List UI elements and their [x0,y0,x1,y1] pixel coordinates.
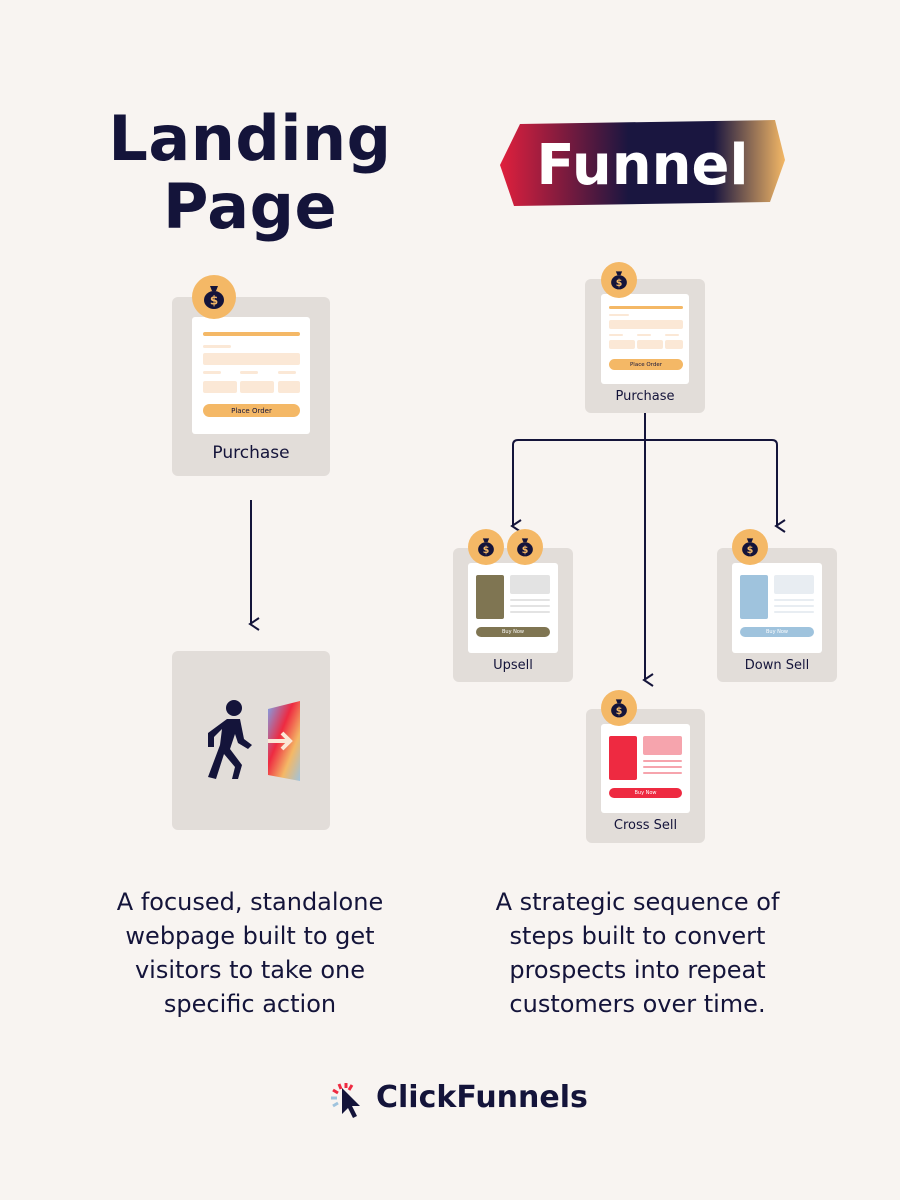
funnel-title-banner [500,120,785,206]
page-text-line [637,334,651,336]
page-text-line [774,599,814,601]
funnel-arrow-downsell [645,439,786,533]
page-text-line [609,314,629,316]
svg-text:$: $ [210,294,218,308]
landing-title-line1: Landing [108,102,392,175]
landing-purchase-card: Place Order Purchase [172,297,330,476]
page-text-line [774,605,814,607]
description-line: webpage built to get [125,922,375,950]
description-line: visitors to take one [134,956,366,984]
page-input-field [609,340,635,349]
funnel-description: A strategic sequence of steps built to c… [455,885,820,1021]
svg-text:$: $ [616,706,623,717]
page-text-block [643,736,682,755]
money-bag-icon: $ [507,529,543,565]
landing-description: A focused, standalone webpage built to g… [70,885,430,1021]
page-text-block [774,575,814,594]
page-text-block [510,575,550,594]
buy-now-button[interactable]: Buy Now [609,788,682,798]
page-text-line [643,760,682,762]
landing-exit-card [172,651,330,830]
product-image [609,736,637,780]
funnel-arrow-upsell [510,439,645,533]
description-line: steps built to convert [509,922,766,950]
page-text-line [203,371,221,374]
buy-now-button[interactable]: Buy Now [476,627,550,637]
page-input-field [609,320,683,329]
page-input-field [203,353,300,365]
page-text-line [643,766,682,768]
brand-name: ClickFunnels [376,1080,588,1115]
page-header-bar [609,306,683,309]
page-input-field [665,340,683,349]
page-text-line [203,345,231,348]
page-text-line [665,334,679,336]
upsell-label: Upsell [493,658,533,673]
svg-text:$: $ [522,545,529,556]
page-input-field [240,381,274,393]
page-text-line [510,599,550,601]
money-bag-icon: $ [601,690,637,726]
landing-purchase-label: Purchase [212,443,290,463]
description-line: A focused, standalone [116,888,384,916]
svg-text:$: $ [616,278,623,289]
page-input-field [637,340,663,349]
money-bag-icon: $ [192,275,236,319]
landing-title-line2: Page [162,170,338,243]
clickfunnels-logo-icon [331,1083,360,1118]
crosssell-page: Buy Now [601,724,690,813]
description-line: customers over time. [509,990,766,1018]
description-line: prospects into repeat [509,956,766,984]
landing-page-title: Landing Page [80,105,420,241]
upsell-page: Buy Now [468,563,558,653]
crosssell-card: Buy Now Cross Sell [586,709,705,843]
place-order-button[interactable]: Place Order [203,404,300,417]
funnel-purchase-card: Place Order Purchase [585,279,705,413]
description-line: A strategic sequence of [495,888,780,916]
funnel-title: Funnel [536,132,749,198]
buy-now-button[interactable]: Buy Now [740,627,814,637]
landing-purchase-page: Place Order [192,317,310,434]
product-image [476,575,504,619]
money-bag-icon: $ [468,529,504,565]
downsell-page: Buy Now [732,563,822,653]
downsell-label: Down Sell [744,658,810,673]
product-image [740,575,768,619]
page-text-line [510,605,550,607]
place-order-button[interactable]: Place Order [609,359,683,370]
page-text-line [643,772,682,774]
downsell-card: Buy Now Down Sell [717,548,837,682]
svg-text:$: $ [747,545,754,556]
funnel-purchase-page: Place Order [601,294,689,384]
page-text-line [278,371,296,374]
page-input-field [203,381,237,393]
description-line: specific action [163,990,337,1018]
page-text-line [510,611,550,613]
page-text-line [774,611,814,613]
money-bag-icon: $ [601,262,637,298]
page-header-bar [203,332,300,336]
page-input-field [278,381,300,393]
crosssell-label: Cross Sell [613,818,678,833]
funnel-purchase-label: Purchase [615,389,675,404]
money-bag-icon: $ [732,529,768,565]
page-text-line [240,371,258,374]
page-text-line [609,334,623,336]
walking-person-exit-door-icon [208,700,300,781]
upsell-card: Buy Now Upsell [453,548,573,682]
svg-text:$: $ [483,545,490,556]
